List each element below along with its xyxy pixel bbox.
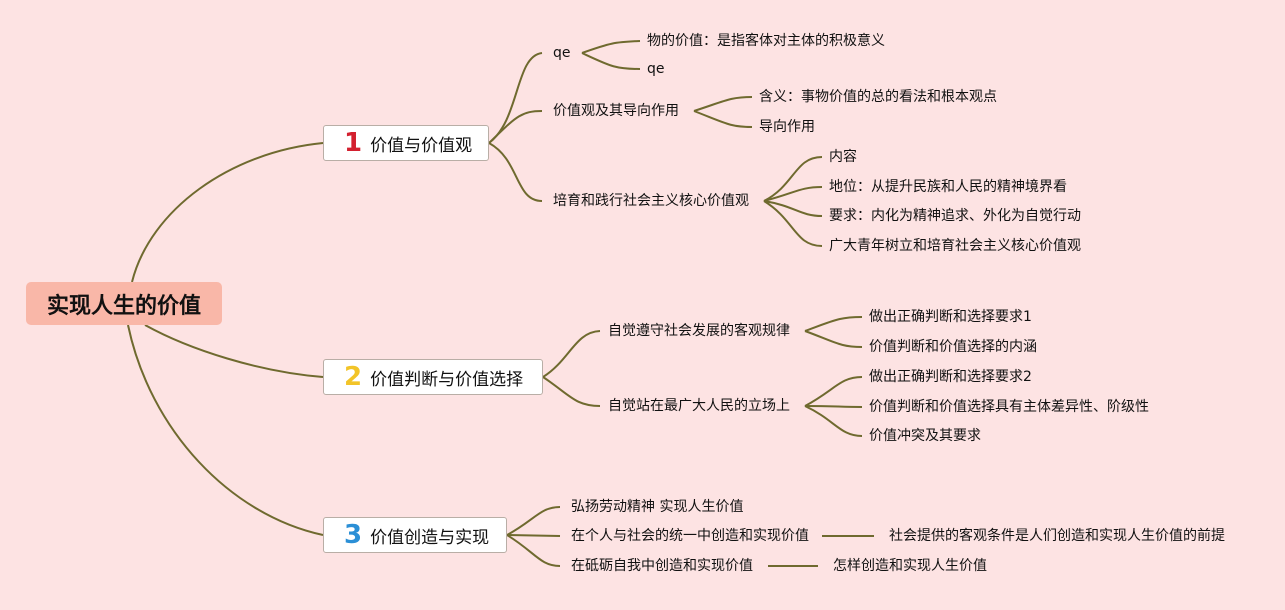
link-b1c2-g2 bbox=[693, 110, 753, 128]
link-b1-c1 bbox=[488, 52, 543, 144]
subtopic-node[interactable]: 物的价值：是指客体对主体的积极意义 bbox=[647, 33, 885, 49]
topic-node[interactable]: 在砥砺自我中创造和实现价值 bbox=[571, 558, 753, 574]
link-b2-c2 bbox=[542, 376, 601, 407]
branch-label: 价值与价值观 bbox=[370, 135, 473, 156]
link-root-b1 bbox=[131, 142, 324, 283]
link-b3-c3 bbox=[506, 534, 561, 567]
link-b1-c2 bbox=[488, 110, 543, 144]
root-node[interactable]: 实现人生的价值 bbox=[26, 282, 222, 325]
branch-label: 价值判断与价值选择 bbox=[370, 369, 524, 390]
link-b2c2-g1 bbox=[804, 376, 863, 407]
link-b3-c1 bbox=[506, 506, 561, 536]
subtopic-node[interactable]: 价值判断和价值选择具有主体差异性、阶级性 bbox=[869, 399, 1149, 415]
link-b1c2-g1 bbox=[693, 96, 753, 112]
topic-node[interactable]: 价值观及其导向作用 bbox=[553, 103, 679, 119]
subtopic-node[interactable]: 做出正确判断和选择要求2 bbox=[869, 369, 1032, 385]
link-b2-c1 bbox=[542, 330, 601, 378]
link-root-b3 bbox=[127, 324, 324, 536]
link-b3-c2 bbox=[506, 534, 561, 537]
subtopic-node[interactable]: 内容 bbox=[829, 149, 857, 165]
subtopic-node[interactable]: 广大青年树立和培育社会主义核心价值观 bbox=[829, 238, 1081, 254]
subtopic-node[interactable]: 价值判断和价值选择的内涵 bbox=[869, 339, 1037, 355]
number-1-icon: 1 bbox=[344, 128, 363, 158]
subtopic-node[interactable]: 导向作用 bbox=[759, 119, 815, 135]
topic-node[interactable]: 培育和践行社会主义核心价值观 bbox=[553, 193, 749, 209]
branch-node-1[interactable]: 1 价值与价值观 bbox=[323, 125, 489, 161]
topic-node[interactable]: 自觉遵守社会发展的客观规律 bbox=[608, 323, 790, 339]
link-root-b2 bbox=[144, 324, 324, 378]
subtopic-node[interactable]: 社会提供的客观条件是人们创造和实现人生价值的前提 bbox=[889, 528, 1225, 544]
link-b1c1-g1 bbox=[581, 40, 641, 54]
link-b2c2-g2 bbox=[804, 405, 863, 408]
branch-node-2[interactable]: 2 价值判断与价值选择 bbox=[323, 359, 543, 395]
topic-node[interactable]: qe bbox=[553, 45, 571, 61]
subtopic-node[interactable]: 地位：从提升民族和人民的精神境界看 bbox=[829, 179, 1067, 195]
link-b1c3-g4 bbox=[763, 200, 823, 247]
link-b1c3-g1 bbox=[763, 156, 823, 202]
subtopic-node[interactable]: 含义：事物价值的总的看法和根本观点 bbox=[759, 89, 997, 105]
number-2-icon: 2 bbox=[344, 362, 363, 392]
link-b1c3-g2 bbox=[763, 186, 823, 202]
subtopic-node[interactable]: qe bbox=[647, 61, 665, 77]
subtopic-node[interactable]: 价值冲突及其要求 bbox=[869, 428, 981, 444]
number-3-icon: 3 bbox=[344, 520, 363, 550]
topic-node[interactable]: 自觉站在最广大人民的立场上 bbox=[608, 398, 790, 414]
topic-node[interactable]: 在个人与社会的统一中创造和实现价值 bbox=[571, 528, 809, 544]
link-b1c3-g3 bbox=[763, 200, 823, 217]
subtopic-node[interactable]: 要求：内化为精神追求、外化为自觉行动 bbox=[829, 208, 1081, 224]
link-b2c1-g2 bbox=[804, 330, 863, 348]
link-b2c1-g1 bbox=[804, 316, 863, 332]
branch-label: 价值创造与实现 bbox=[370, 527, 490, 548]
branch-node-3[interactable]: 3 价值创造与实现 bbox=[323, 517, 507, 553]
link-b2c2-g3 bbox=[804, 405, 863, 437]
topic-node[interactable]: 弘扬劳动精神 实现人生价值 bbox=[571, 499, 744, 515]
subtopic-node[interactable]: 怎样创造和实现人生价值 bbox=[833, 558, 987, 574]
link-b1-c3 bbox=[488, 142, 543, 202]
link-b1c1-g2 bbox=[581, 52, 641, 70]
subtopic-node[interactable]: 做出正确判断和选择要求1 bbox=[869, 309, 1032, 325]
